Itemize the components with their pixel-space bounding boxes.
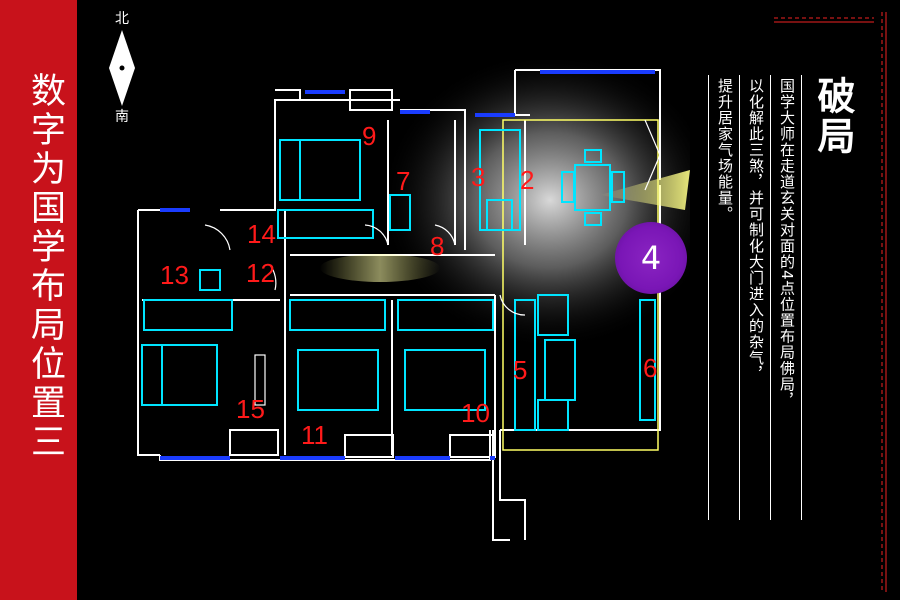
corridor-glow	[320, 254, 440, 282]
paragraph-line-3: 提升居家气场能量。	[716, 78, 734, 222]
room-number: 8	[430, 231, 445, 261]
room-number: 11	[301, 420, 328, 450]
text-divider	[770, 75, 771, 520]
room-number: 9	[362, 121, 377, 151]
text-divider	[708, 75, 709, 520]
furniture	[141, 129, 656, 431]
text-divider	[801, 75, 802, 520]
door-swings	[204, 119, 661, 406]
room-number: 3	[471, 162, 486, 192]
sidebar-title: 数字为国学布局位置三	[25, 72, 65, 462]
position-4-badge: 4	[615, 222, 687, 294]
floor-plan	[137, 60, 690, 541]
room-number: 2	[520, 165, 535, 195]
paragraph-line-2: 以化解此三煞，并可制化大门进入的杂气，	[747, 78, 765, 382]
room-number: 5	[513, 355, 528, 385]
compass: 北 南	[100, 8, 150, 128]
heading: 破局	[811, 76, 856, 156]
room-number: 6	[643, 353, 658, 383]
compass-needle-icon	[109, 30, 135, 106]
paragraph-line-1: 国学大师在走道玄关对面的4点位置布局佛局，	[778, 78, 796, 409]
room-number: 15	[236, 394, 265, 424]
room-number: 7	[396, 166, 411, 196]
room-number: 14	[247, 219, 276, 249]
room-number: 10	[461, 398, 490, 428]
room-number: 13	[160, 260, 189, 290]
windows	[160, 70, 655, 460]
energy-glow	[380, 60, 690, 350]
sidebar: 数字为国学布局位置三	[0, 0, 77, 600]
compass-north-label: 北	[115, 11, 129, 27]
compass-south-label: 南	[115, 109, 129, 125]
decorative-corner-lines	[774, 12, 887, 592]
text-divider	[739, 75, 740, 520]
room-number: 12	[246, 258, 275, 288]
